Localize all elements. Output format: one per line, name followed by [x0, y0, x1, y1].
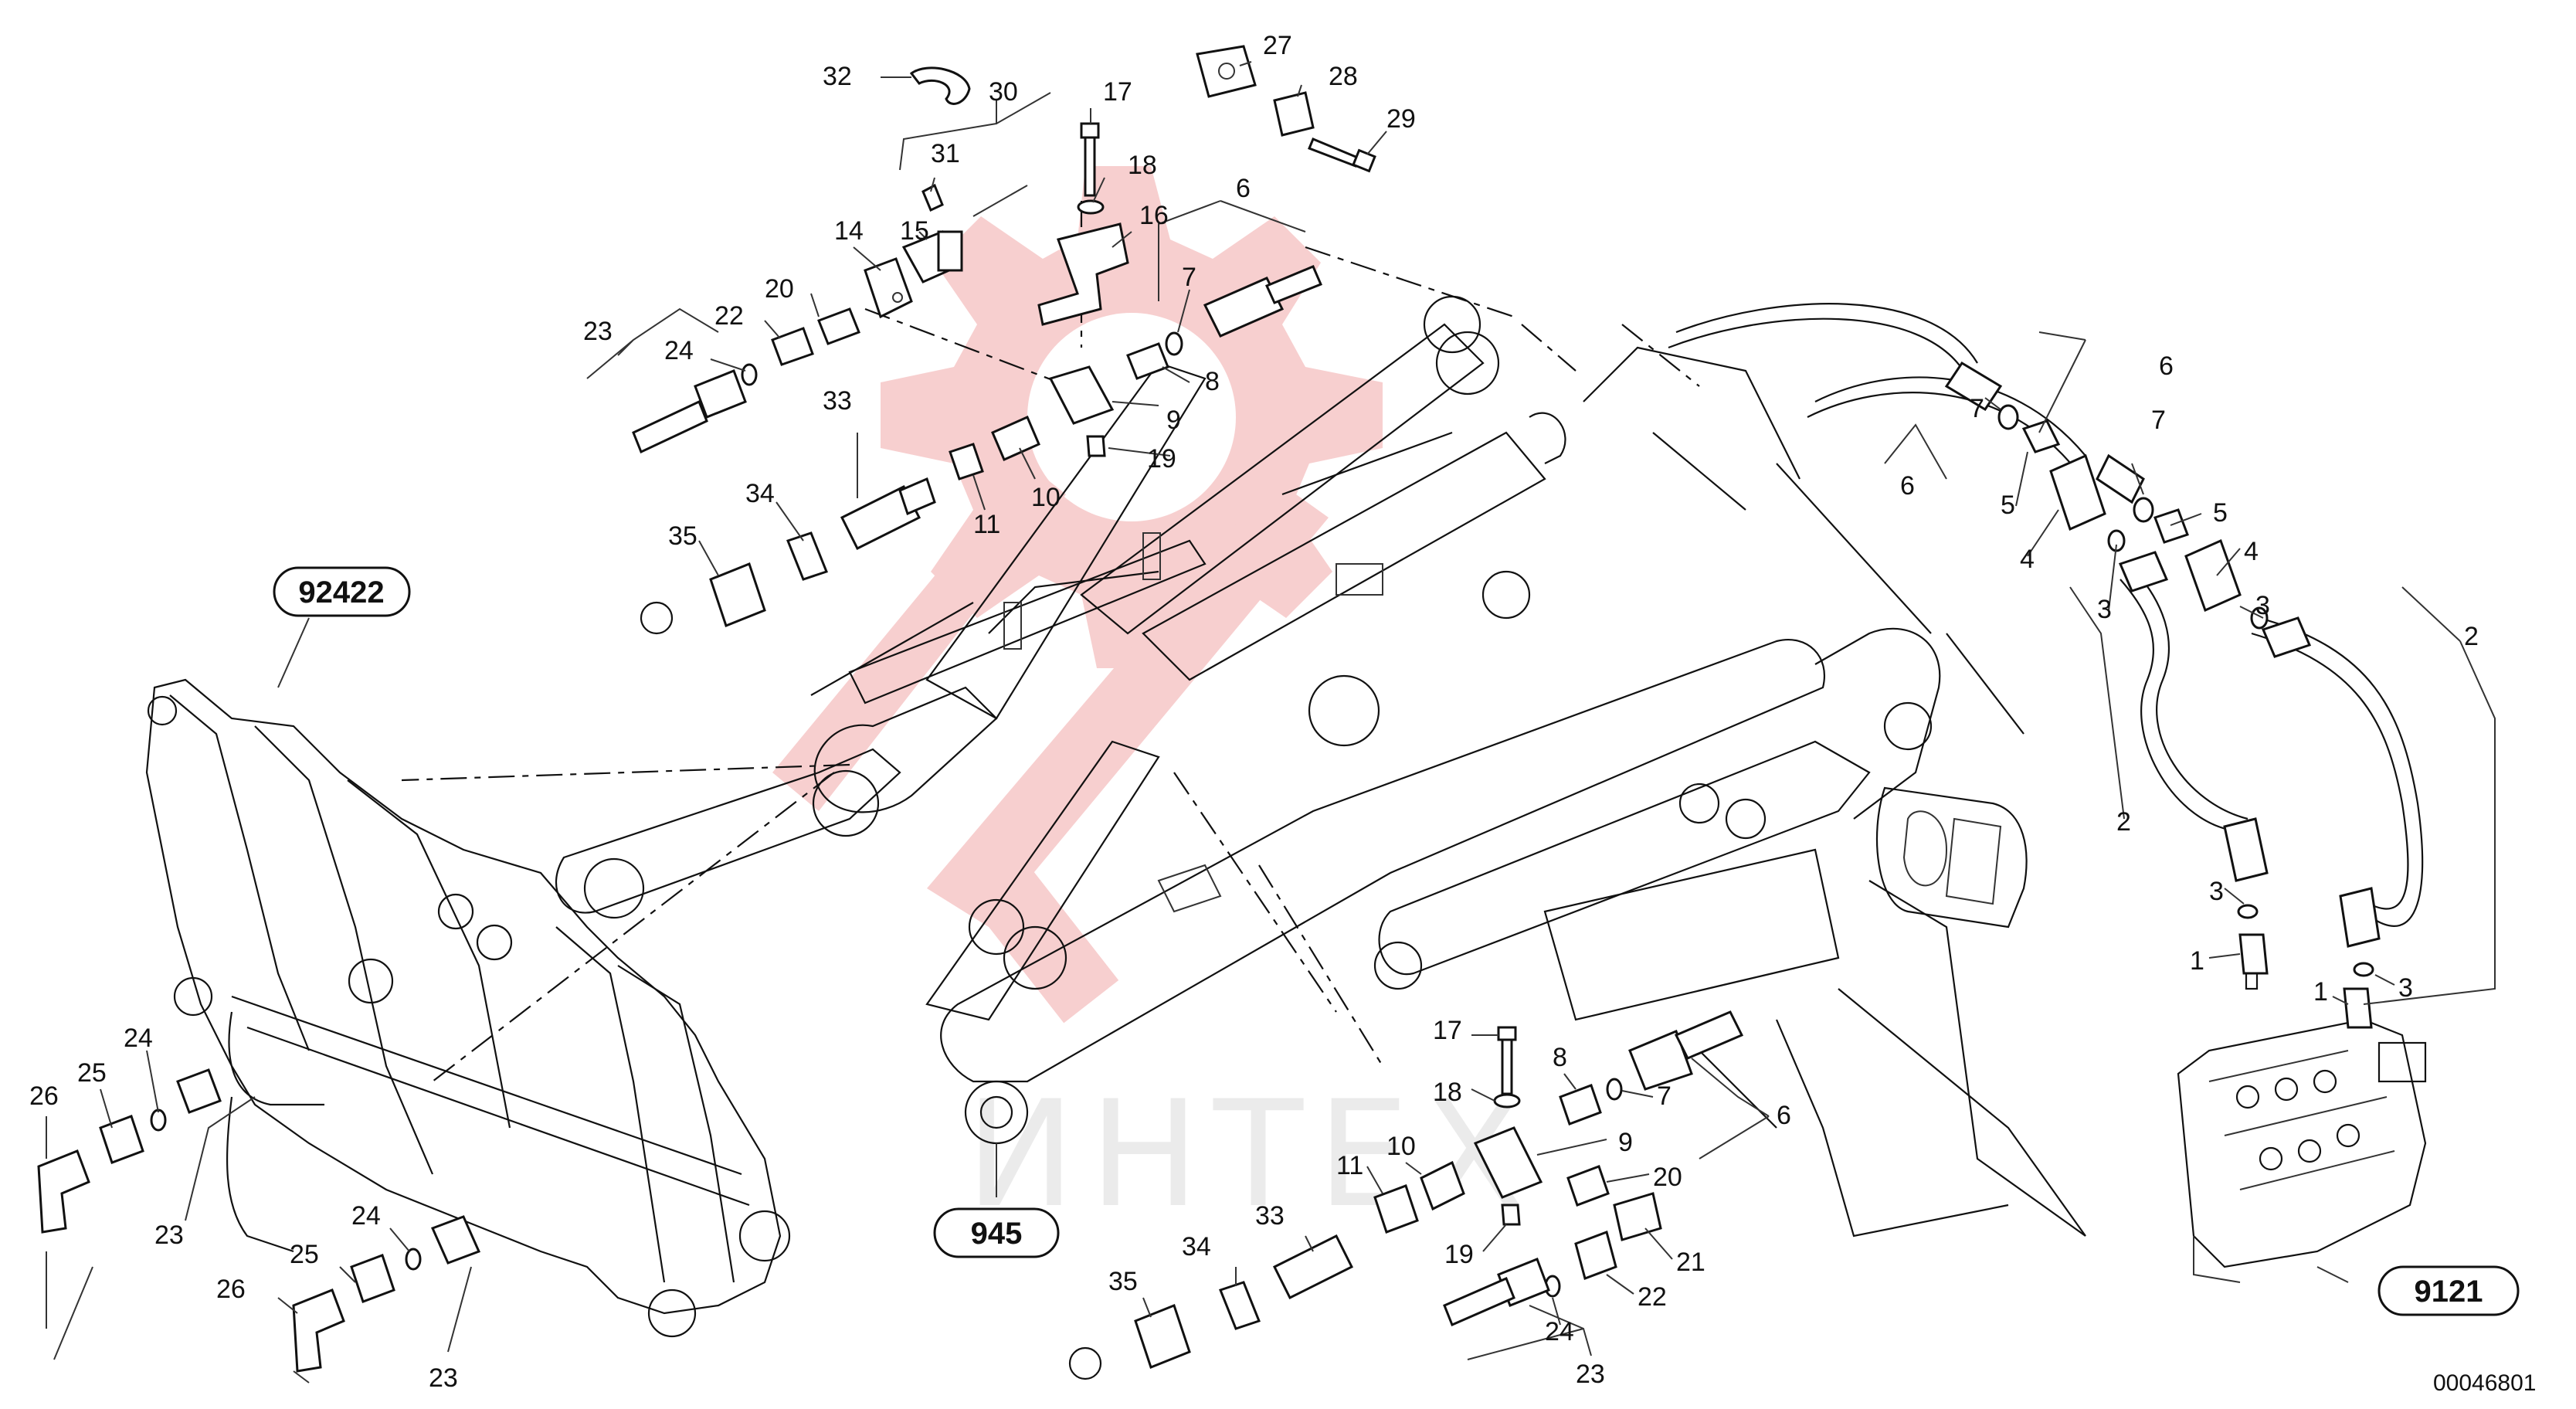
callout-labels: 32 30 31 17 18 16 27 28 29 14 15 6 7 8 9… [29, 31, 2479, 1393]
callout-7: 7 [1182, 263, 1196, 292]
reference-945-label: 945 [971, 1217, 1023, 1251]
callout-22: 22 [714, 301, 744, 331]
callout-19-bottom: 19 [1444, 1240, 1474, 1269]
callout-21-bottom: 21 [1676, 1248, 1705, 1277]
reference-9121[interactable]: 9121 [2377, 1265, 2520, 1316]
callout-1-a: 1 [2190, 946, 2204, 976]
callout-3-c: 3 [2209, 877, 2224, 906]
callout-17-bottom: 17 [1433, 1016, 1462, 1045]
callout-25-left-a: 25 [77, 1058, 107, 1088]
callout-14: 14 [834, 216, 864, 246]
callout-24-left-a: 24 [124, 1024, 153, 1053]
leader-lines [46, 61, 2496, 1384]
callout-7-bottom: 7 [1657, 1081, 1672, 1111]
callout-4-b: 4 [2244, 537, 2259, 566]
fittings-bottom-left-cluster [37, 1068, 481, 1373]
callout-23-left-a: 23 [154, 1221, 184, 1250]
callout-33-bottom: 33 [1255, 1201, 1285, 1231]
callout-5-b: 5 [2213, 498, 2228, 528]
callout-11: 11 [973, 510, 1000, 539]
callout-7-right-b: 7 [2151, 406, 2166, 435]
callout-7-right-a: 7 [1970, 394, 1984, 423]
watermark-text: ИНТЕХ [966, 1069, 1538, 1240]
callout-9-bottom: 9 [1618, 1128, 1633, 1157]
callout-25-left-b: 25 [290, 1240, 319, 1269]
callout-22-bottom: 22 [1638, 1282, 1667, 1312]
fittings-top-cluster [632, 45, 1376, 635]
callout-6-right-top: 6 [2159, 351, 2174, 381]
callout-3-d: 3 [2398, 973, 2413, 1003]
callout-24-left-b: 24 [351, 1201, 381, 1231]
quick-coupler-92422 [145, 678, 791, 1338]
reference-945[interactable]: 945 [933, 1207, 1060, 1258]
callout-27: 27 [1263, 31, 1292, 60]
callout-18: 18 [1128, 151, 1157, 180]
callout-23-left-b: 23 [429, 1363, 458, 1393]
callout-2-left: 2 [2116, 807, 2131, 837]
callout-35-bottom: 35 [1108, 1267, 1138, 1296]
reference-92422-label: 92422 [298, 575, 384, 609]
loader-arm-assembly [555, 295, 2086, 1238]
callout-4-a: 4 [2020, 545, 2035, 574]
callout-28: 28 [1329, 62, 1358, 91]
callout-9: 9 [1166, 406, 1181, 435]
callout-6-right-b: 6 [1900, 471, 1915, 501]
callout-31: 31 [931, 139, 960, 168]
callout-32: 32 [823, 62, 852, 91]
callout-3-b: 3 [2255, 591, 2270, 620]
hydraulic-hoses [1668, 303, 2424, 927]
callout-20: 20 [765, 274, 794, 304]
callout-3-a: 3 [2097, 595, 2112, 624]
callout-10: 10 [1031, 483, 1061, 512]
callout-26-left-b: 26 [216, 1275, 246, 1304]
callout-6: 6 [1236, 174, 1251, 203]
callout-24: 24 [664, 336, 694, 365]
reference-92422[interactable]: 92422 [273, 566, 411, 617]
document-number: 00046801 [2433, 1370, 2536, 1396]
callout-34: 34 [745, 479, 775, 508]
callout-20-bottom: 20 [1653, 1163, 1682, 1192]
fittings-bottom-center-cluster [1068, 1010, 1744, 1380]
callout-18-bottom: 18 [1433, 1078, 1462, 1107]
callout-23-bottom: 23 [1576, 1360, 1605, 1389]
callout-8-bottom: 8 [1553, 1043, 1567, 1072]
callout-5-a: 5 [2001, 491, 2015, 520]
callout-24-bottom: 24 [1545, 1317, 1574, 1346]
callout-34-bottom: 34 [1182, 1232, 1211, 1261]
callout-11-bottom: 11 [1336, 1151, 1363, 1180]
assembly-dashed-leaders [401, 201, 1700, 1082]
control-valve-9121 [2177, 949, 2427, 1283]
callout-26-left-a: 26 [29, 1081, 59, 1111]
callout-30: 30 [989, 77, 1018, 107]
callout-10-bottom: 10 [1386, 1132, 1416, 1161]
callout-8: 8 [1205, 367, 1220, 396]
callout-17: 17 [1103, 77, 1132, 107]
callout-2-right: 2 [2464, 622, 2479, 651]
reference-9121-label: 9121 [2415, 1275, 2483, 1309]
fittings-right-cluster [1944, 361, 2381, 1029]
callout-15: 15 [900, 216, 929, 246]
callout-16: 16 [1139, 201, 1169, 230]
callout-35: 35 [668, 521, 697, 551]
callout-19: 19 [1147, 444, 1176, 474]
callout-29: 29 [1386, 104, 1416, 134]
callout-23: 23 [583, 317, 613, 346]
callout-1-b: 1 [2313, 977, 2328, 1007]
callout-33: 33 [823, 386, 852, 416]
callout-6-bottom: 6 [1777, 1101, 1791, 1130]
